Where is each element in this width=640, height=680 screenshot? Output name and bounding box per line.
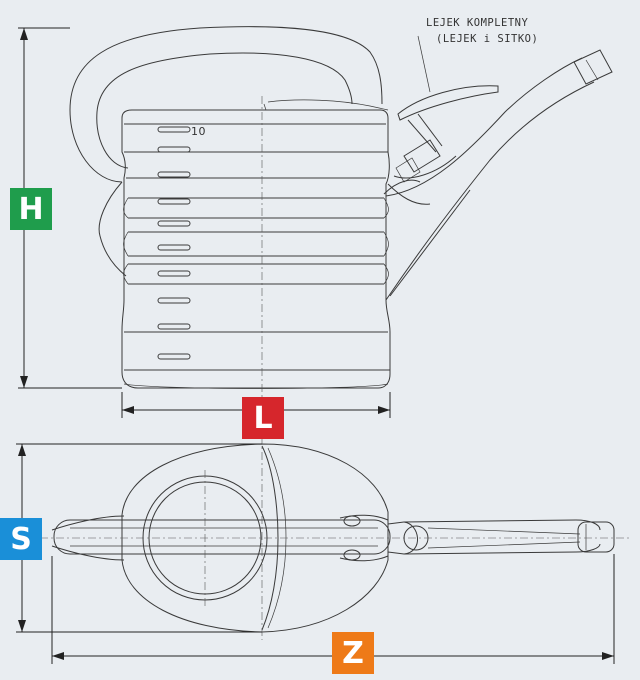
funnel-annotation-line2: (LEJEK i SITKO) — [436, 33, 539, 45]
scale-number: 10 — [191, 125, 206, 138]
scale-slots — [157, 126, 191, 360]
dimension-label-l: L — [242, 397, 284, 439]
side-view — [69, 26, 613, 400]
funnel-annotation-line1: LEJEK KOMPLETNY — [426, 17, 529, 29]
dimension-label-z: Z — [332, 632, 374, 674]
dimension-lines — [16, 27, 615, 664]
dimension-label-s: S — [0, 518, 42, 560]
top-view — [40, 436, 630, 640]
dimension-label-h: H — [10, 188, 52, 230]
